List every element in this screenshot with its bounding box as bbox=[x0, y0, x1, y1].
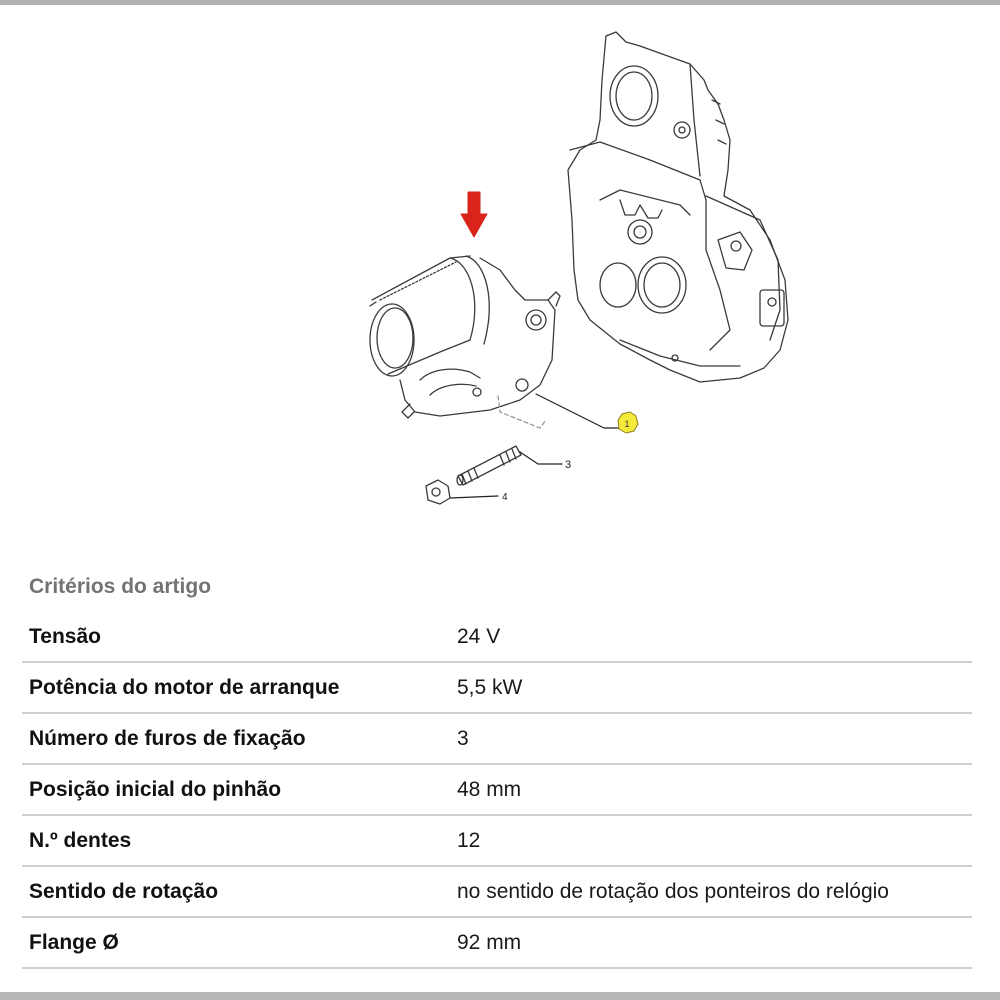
spec-row-teeth-count: N.º dentes 12 bbox=[22, 816, 972, 867]
spec-row-starter-power: Potência do motor de arranque 5,5 kW bbox=[22, 663, 972, 714]
callout-label-3: 3 bbox=[565, 459, 571, 471]
spec-label: Tensão bbox=[29, 624, 101, 648]
spec-label: Número de furos de fixação bbox=[29, 726, 306, 750]
spec-label: Flange Ø bbox=[29, 930, 119, 954]
spec-value: 92 mm bbox=[457, 930, 522, 954]
spec-value: 24 V bbox=[457, 624, 501, 648]
exploded-parts-diagram: 1 3 4 bbox=[340, 20, 820, 520]
spec-row-rotation-direction: Sentido de rotação no sentido de rotação… bbox=[22, 867, 972, 918]
top-frame-border bbox=[0, 0, 1000, 5]
spec-label: Posição inicial do pinhão bbox=[29, 777, 282, 801]
spec-value: 3 bbox=[457, 726, 469, 750]
bottom-frame-border bbox=[0, 992, 1000, 1000]
spec-value: no sentido de rotação dos ponteiros do r… bbox=[457, 879, 889, 903]
leader-line-3 bbox=[519, 451, 563, 465]
leader-line-1 bbox=[535, 393, 619, 429]
spec-row-flange-diameter: Flange Ø 92 mm bbox=[22, 918, 972, 969]
section-title: Critérios do artigo bbox=[29, 575, 212, 598]
spec-row-mounting-holes: Número de furos de fixação 3 bbox=[22, 714, 972, 765]
flange-nut-part bbox=[425, 479, 451, 505]
spec-value: 12 bbox=[457, 828, 481, 852]
red-indicator-arrow-icon bbox=[460, 191, 488, 238]
spec-label: Sentido de rotação bbox=[29, 879, 219, 903]
article-criteria-table: Critérios do artigo Tensão 24 V Potência… bbox=[22, 562, 972, 969]
stud-bolt-part bbox=[456, 445, 522, 486]
timing-cover-housing bbox=[567, 31, 789, 383]
spec-value: 48 mm bbox=[457, 777, 522, 801]
starter-motor bbox=[369, 255, 561, 419]
callout-badge-1: 1 bbox=[617, 411, 639, 434]
spec-value: 5,5 kW bbox=[457, 675, 523, 699]
mounting-guide-line bbox=[497, 395, 547, 429]
spec-label: N.º dentes bbox=[29, 828, 132, 852]
spec-row-voltage: Tensão 24 V bbox=[22, 612, 972, 663]
svg-text:1: 1 bbox=[624, 419, 629, 429]
leader-line-4 bbox=[449, 495, 499, 499]
spec-row-pinion-position: Posição inicial do pinhão 48 mm bbox=[22, 765, 972, 816]
spec-label: Potência do motor de arranque bbox=[29, 675, 340, 699]
callout-label-4: 4 bbox=[502, 492, 508, 503]
